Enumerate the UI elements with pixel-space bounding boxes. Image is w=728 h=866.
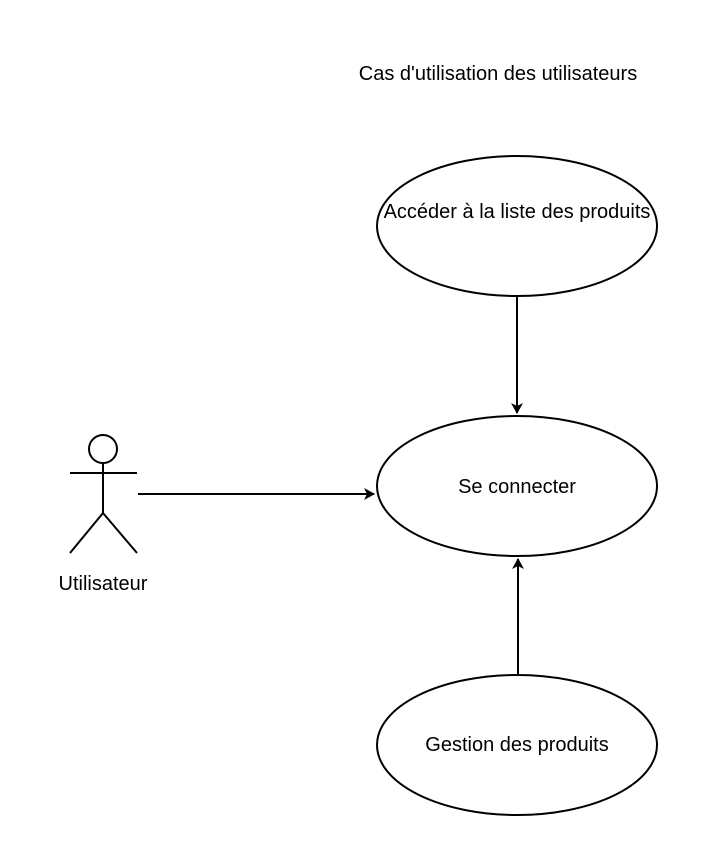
actor-stick-figure-icon (69, 434, 138, 554)
use-case-connecter-ellipse[interactable] (376, 415, 658, 557)
actor-left-leg (69, 512, 104, 554)
use-case-gestion-label: Gestion des produits (425, 734, 609, 756)
actor-right-leg (102, 512, 138, 554)
diagram-title: Cas d'utilisation des utilisateurs (358, 63, 638, 85)
use-case-acceder-label: Accéder à la liste des produits (383, 201, 651, 223)
use-case-connecter-label: Se connecter (458, 476, 576, 498)
actor-head (88, 434, 118, 464)
use-case-acceder-ellipse[interactable] (376, 155, 658, 297)
actor-label: Utilisateur (58, 573, 148, 595)
